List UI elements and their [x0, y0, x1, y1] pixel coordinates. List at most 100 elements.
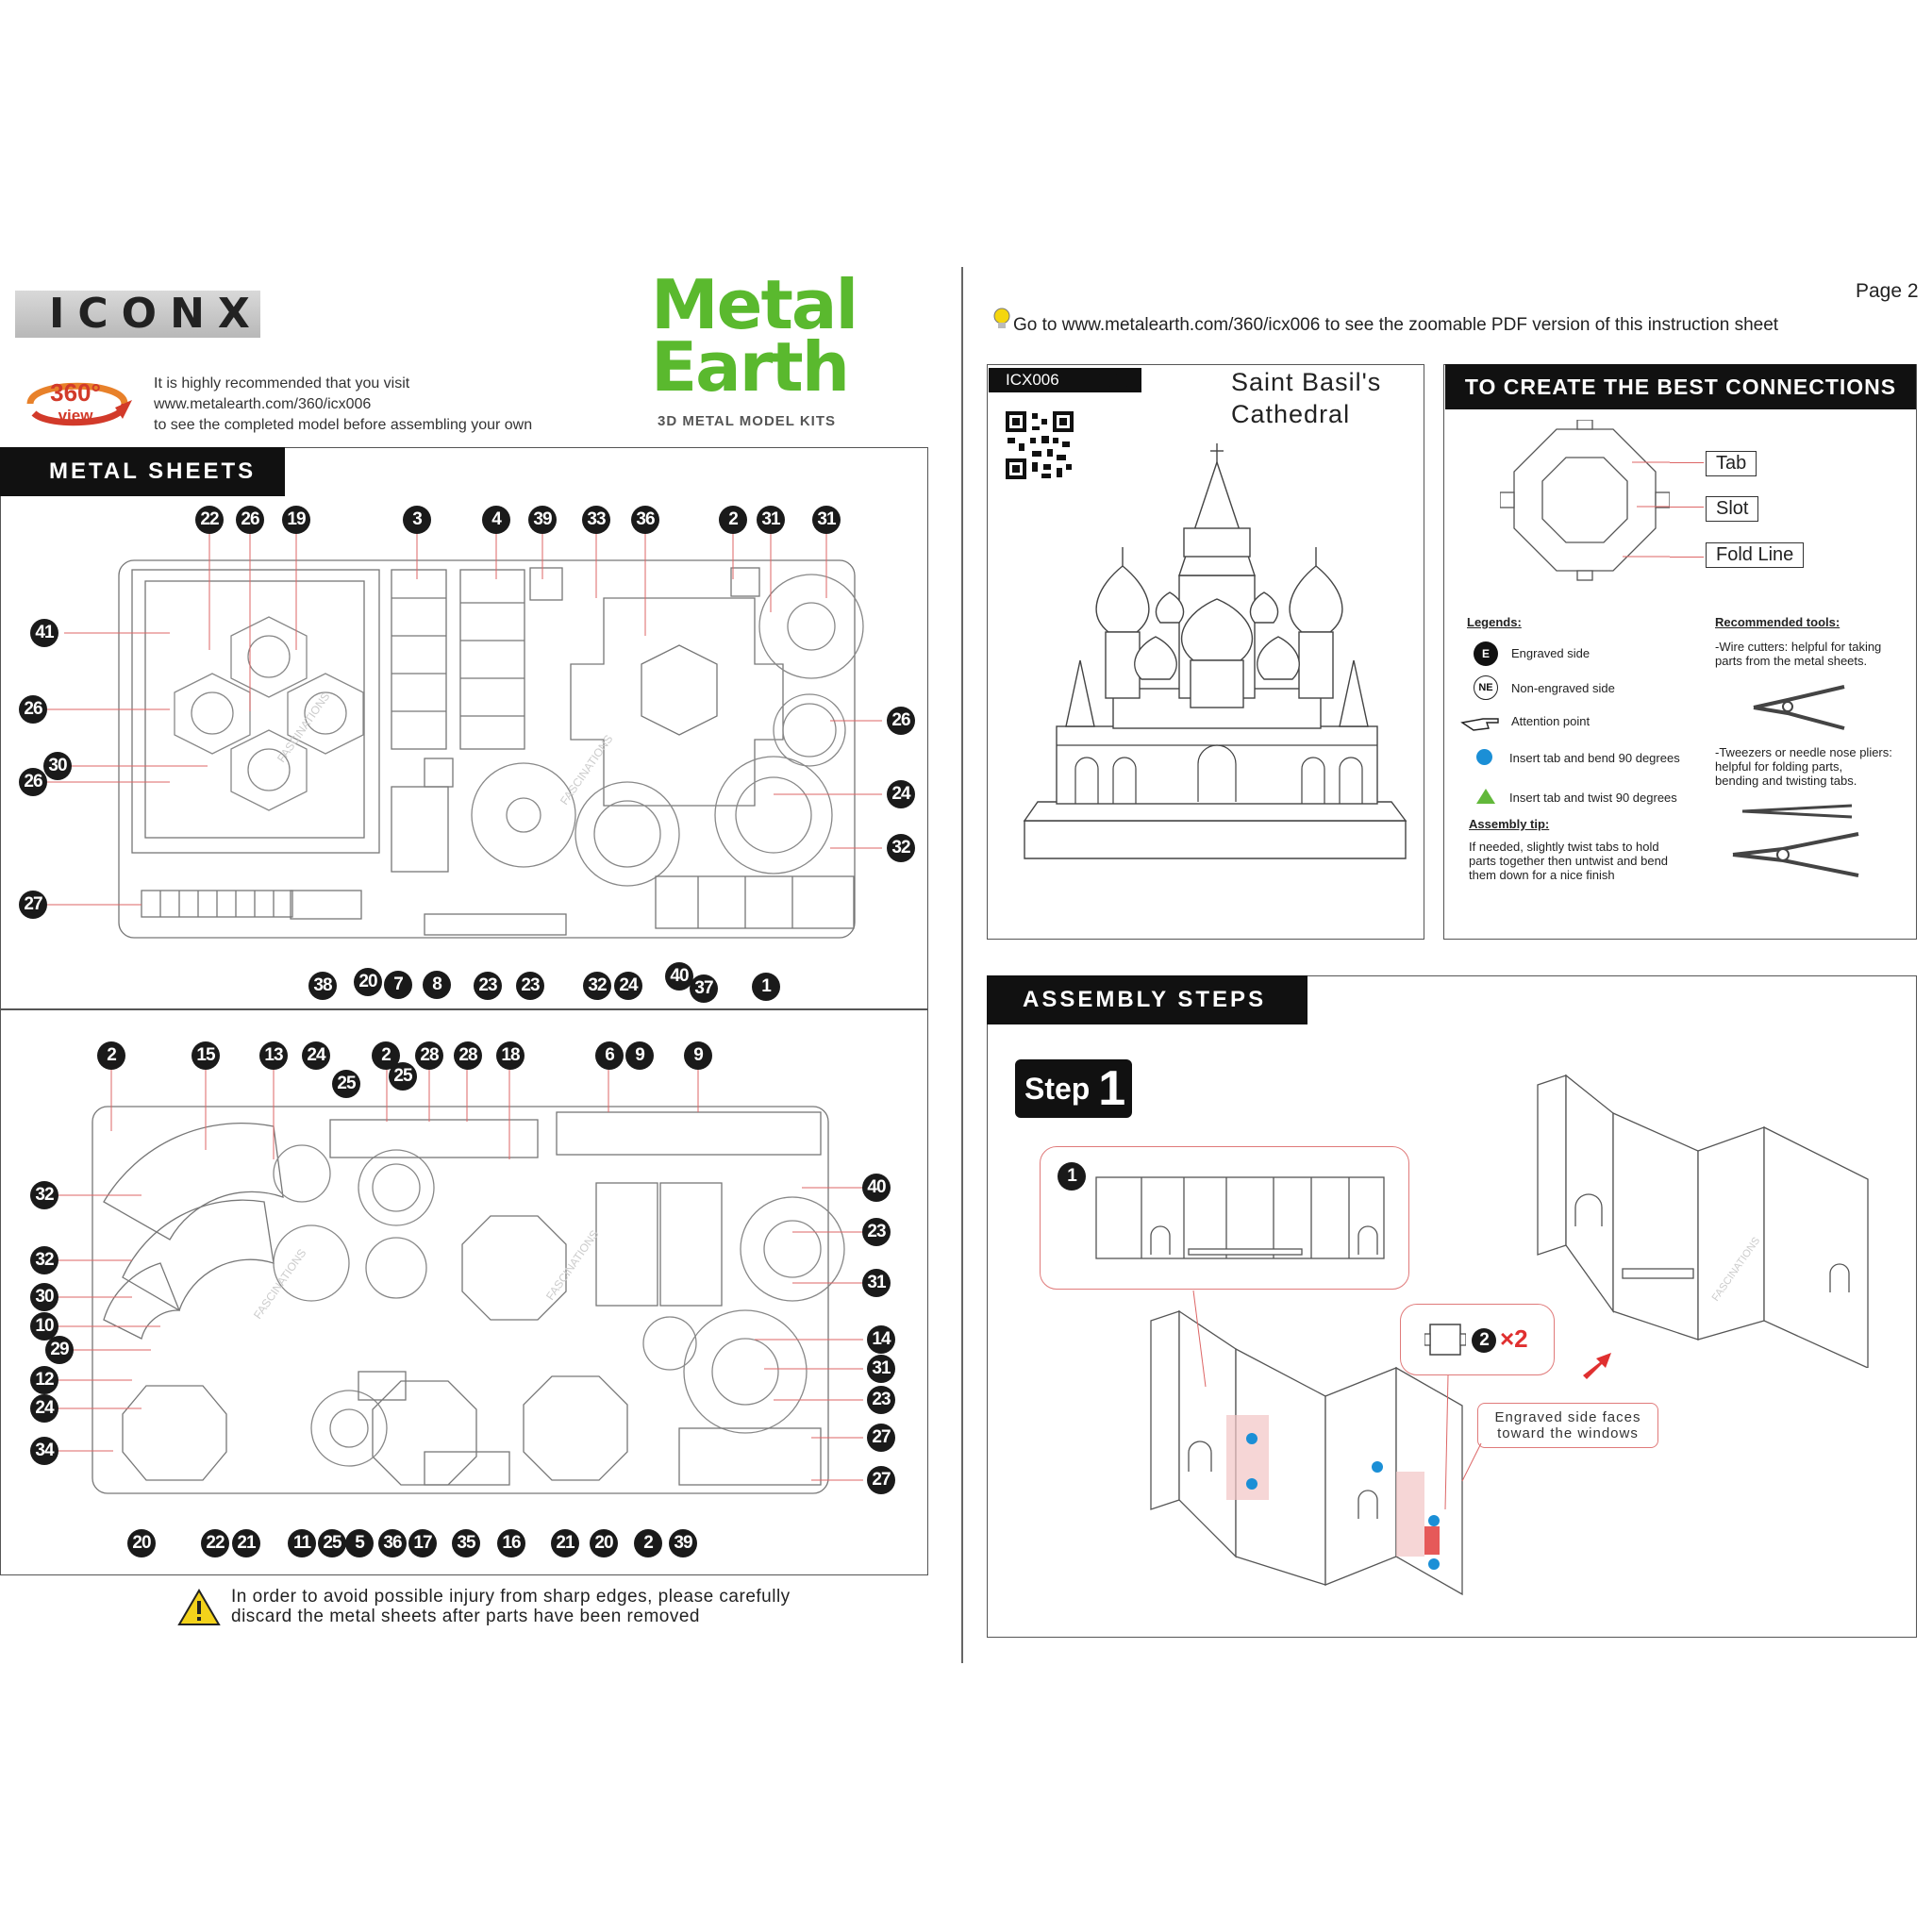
tab-leader [1670, 462, 1704, 463]
assembly-tip-text: If needed, slightly twist tabs to hold p… [1469, 840, 1668, 882]
part-callout: 20 [127, 1529, 156, 1557]
green-triangle-icon [1476, 789, 1495, 804]
part-callout: 24 [887, 780, 915, 808]
part-callout: 25 [389, 1062, 417, 1091]
part-callout: 23 [862, 1218, 891, 1246]
part-callout: 2 [97, 1041, 125, 1070]
tool2-line-1: -Tweezers or needle nose pliers: [1715, 745, 1892, 759]
qr-code-icon[interactable] [1004, 409, 1075, 481]
watermark-2: FASCINATIONS [558, 732, 615, 807]
part-callout: 21 [551, 1529, 579, 1557]
part-callout: 22 [195, 506, 224, 534]
tool1-line-2: parts from the metal sheets. [1715, 654, 1868, 668]
legend-engraved-text: Engraved side [1511, 646, 1591, 660]
watermark-4: FASCINATIONS [543, 1227, 601, 1302]
wire-cutters-text: -Wire cutters: helpful for taking parts … [1715, 640, 1881, 668]
part-callout: 32 [30, 1246, 58, 1274]
intro-line-2[interactable]: www.metalearth.com/360/icx006 [154, 396, 372, 412]
part-callout: 6 [595, 1041, 624, 1070]
step-badge: Step 1 [1015, 1059, 1132, 1118]
tool1-line-1: -Wire cutters: helpful for taking [1715, 640, 1882, 654]
intro-note: It is highly recommended that you visit … [154, 374, 532, 436]
part-callout: 7 [384, 971, 412, 999]
part-callout: 26 [887, 707, 915, 735]
part-callout: 40 [665, 962, 693, 991]
slot-label: Slot [1706, 496, 1759, 522]
wall-assembly-illustration [1150, 1290, 1482, 1596]
warning-line-2: discard the metal sheets after parts hav… [231, 1607, 700, 1626]
part-callout: 24 [302, 1041, 330, 1070]
assembly-steps-title: ASSEMBLY STEPS [987, 975, 1307, 1024]
part-callout: 2 [634, 1529, 662, 1557]
part-callout: 30 [43, 752, 72, 780]
part-callout: 31 [812, 506, 841, 534]
part-callout: 36 [631, 506, 659, 534]
warning-icon [177, 1589, 221, 1625]
part-callout: 38 [308, 972, 337, 1000]
part-callout: 37 [690, 974, 718, 1003]
metal-sheet-1-drawing: FASCINATIONS FASCINATIONS [47, 520, 882, 939]
part-callout: 32 [583, 972, 611, 1000]
part-callout: 5 [345, 1529, 374, 1557]
part-callout: 27 [867, 1466, 895, 1494]
part-callout: 25 [318, 1529, 346, 1557]
part-callout: 20 [590, 1529, 618, 1557]
slot-leader [1670, 507, 1704, 508]
part-callout: 26 [19, 768, 47, 796]
watermark-3: FASCINATIONS [251, 1246, 308, 1321]
view-360-icon: 360° view [21, 366, 132, 432]
page-divider [961, 267, 963, 1663]
part-1-strip [1095, 1176, 1385, 1259]
metal-earth-logo: Metal Earth [651, 271, 858, 401]
part-callout: 2 [719, 506, 747, 534]
step-number: 1 [1098, 1061, 1126, 1116]
blue-dot-icon [1476, 749, 1492, 765]
part-callout: 14 [867, 1325, 895, 1354]
part-callout: 22 [201, 1529, 229, 1557]
part-callout: 23 [474, 972, 502, 1000]
connections-title: TO CREATE THE BEST CONNECTIONS [1445, 364, 1916, 409]
part-callout: 12 [30, 1366, 58, 1394]
part-callout: 18 [496, 1041, 525, 1070]
part-callout: 19 [282, 506, 310, 534]
tip-line-2: parts together then untwist and bend [1469, 854, 1669, 868]
arrow-icon [1583, 1353, 1611, 1379]
pointing-hand-icon [1460, 718, 1499, 731]
part-callout: 11 [288, 1529, 316, 1557]
legend-bend-text: Insert tab and bend 90 degrees [1509, 751, 1680, 765]
completed-wall-illustration: FASCINATIONS [1537, 1074, 1869, 1368]
part-callout: 1 [752, 973, 780, 1001]
part-callout: 35 [452, 1529, 480, 1557]
cathedral-illustration [1023, 443, 1407, 859]
part-callout: 17 [408, 1529, 437, 1557]
zoomable-pdf-link[interactable]: Go to www.metalearth.com/360/icx006 to s… [1013, 315, 1779, 335]
part-callout: 31 [862, 1269, 891, 1297]
assembly-tip-heading: Assembly tip: [1469, 817, 1550, 831]
metal-earth-subtitle: 3D METAL MODEL KITS [658, 413, 837, 429]
view360-bottom-text: view [58, 407, 94, 425]
part-callout: 39 [669, 1529, 697, 1557]
part-callout: 39 [528, 506, 557, 534]
lightbulb-icon [993, 308, 1010, 328]
tweezers-icon [1741, 804, 1853, 819]
metal-sheet-1-panel [0, 447, 928, 1010]
tweezers-text: -Tweezers or needle nose pliers: helpful… [1715, 745, 1892, 788]
part-callout: 32 [887, 834, 915, 862]
legend-twist-text: Insert tab and twist 90 degrees [1509, 791, 1677, 805]
part-1-badge: 1 [1058, 1162, 1086, 1191]
part-callout: 21 [232, 1529, 260, 1557]
metal-sheet-2-drawing: FASCINATIONS FASCINATIONS [58, 1056, 863, 1494]
part-callout: 13 [259, 1041, 288, 1070]
part-callout: 36 [378, 1529, 407, 1557]
part-callout: 26 [19, 695, 47, 724]
part-callout: 8 [423, 971, 451, 999]
page-number: Page 2 [1856, 280, 1919, 302]
octagon-connection-diagram [1500, 420, 1670, 581]
legend-attention-text: Attention point [1511, 714, 1591, 728]
part-callout: 26 [236, 506, 264, 534]
step-label: Step [1024, 1072, 1091, 1106]
tool2-line-3: bending and twisting tabs. [1715, 774, 1857, 788]
pliers-icon [1732, 832, 1859, 877]
legend-engraved-icon: E [1474, 641, 1498, 666]
part-callout: 25 [332, 1070, 360, 1098]
